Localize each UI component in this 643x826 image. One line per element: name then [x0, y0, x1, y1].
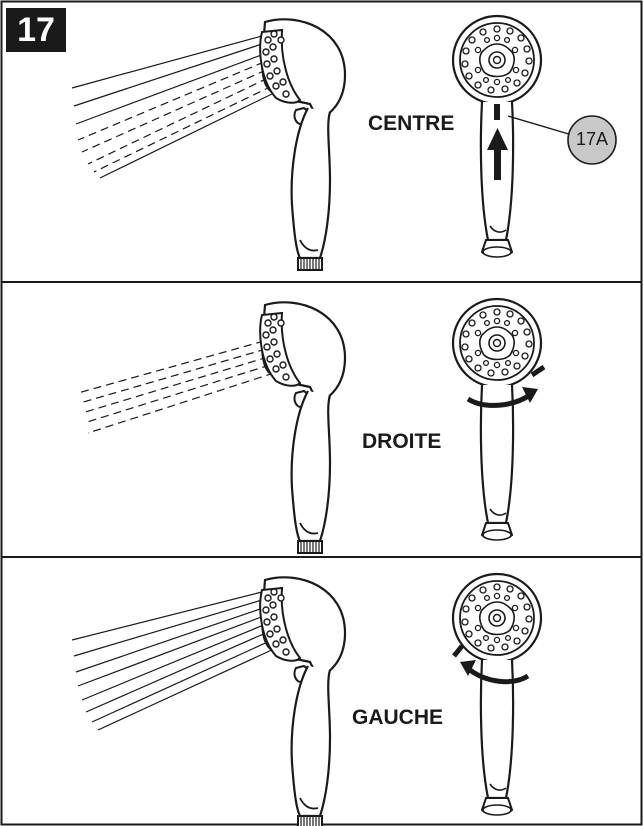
shower-side-view — [259, 576, 347, 826]
panel-droite — [77, 297, 546, 555]
callout-leader — [507, 115, 573, 136]
panel-gauche — [71, 572, 543, 826]
mode-label-gauche: GAUCHE — [352, 706, 444, 729]
spray-lines-narrow — [77, 340, 275, 434]
shower-front-view — [451, 297, 543, 542]
callout-circle — [567, 115, 617, 165]
rotate-right-arrow-icon — [466, 387, 538, 408]
spray-lines-wide — [71, 591, 277, 731]
arrow-up-icon — [487, 128, 508, 180]
mode-label-centre: CENTRE — [368, 112, 455, 135]
step-number-badge: 17 — [6, 8, 66, 52]
shower-side-view — [259, 18, 347, 272]
spray-lines-wide — [71, 35, 277, 179]
shower-side-view — [259, 301, 347, 555]
rotate-left-arrow-icon — [460, 660, 530, 685]
selector-lever — [452, 644, 464, 658]
callout-label: 17A — [575, 129, 609, 149]
mode-label-droite: DROITE — [362, 430, 442, 453]
shower-front-view — [451, 572, 543, 817]
selector-slot — [494, 104, 500, 120]
selector-lever — [530, 364, 546, 378]
panel-centre — [71, 14, 617, 272]
